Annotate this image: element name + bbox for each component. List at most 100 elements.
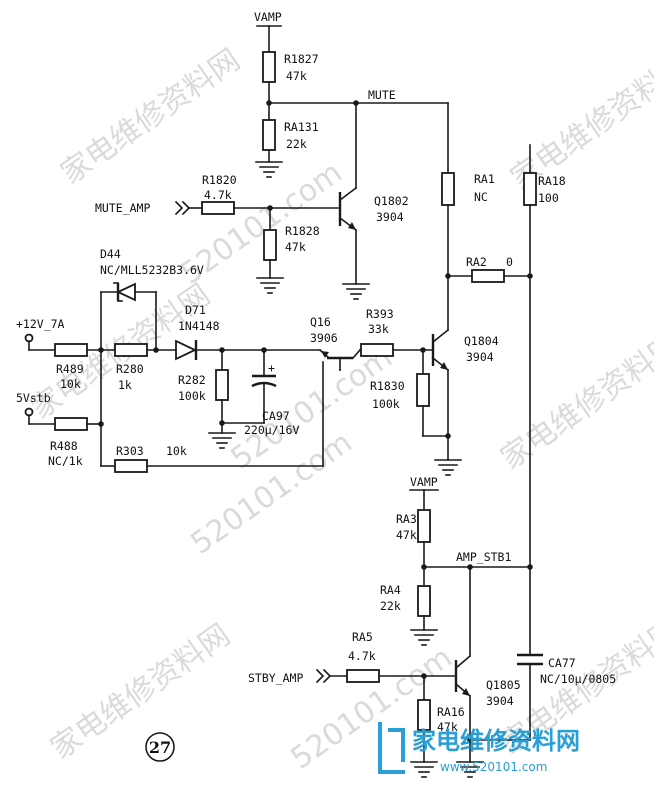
capacitor-ca97: +: [251, 349, 277, 424]
page-number-text: 27: [149, 738, 171, 757]
val-ra1: NC: [474, 190, 488, 204]
watermark-cn: 家电维修资料网: [45, 617, 237, 766]
val-r489: 10k: [60, 377, 81, 391]
ref-d44: D44: [100, 247, 121, 261]
resistor-r1830: [416, 373, 430, 407]
val-ca97: 220μ/16V: [244, 423, 299, 437]
val-ra18: 100: [538, 191, 559, 205]
diode-d71: [175, 339, 198, 361]
ground-symbol: [410, 629, 438, 646]
val-r1827: 47k: [286, 69, 307, 83]
resistor-r282: [215, 369, 229, 401]
page-number: 27: [145, 732, 175, 762]
val-r1830: 100k: [372, 397, 400, 411]
net-label-vamp-top: VAMP: [254, 10, 282, 24]
resistor-ra1: [441, 172, 455, 206]
ref-d71: D71: [185, 303, 206, 317]
ground-symbol: [410, 761, 438, 778]
watermark-cn: 家电维修资料网: [495, 327, 654, 476]
ref-ca77: CA77: [548, 656, 576, 670]
resistor-r1820: [201, 201, 235, 215]
transistor-q16: [318, 348, 362, 371]
val-ra3: 47k: [396, 528, 417, 542]
ref-ra18: RA18: [538, 174, 566, 188]
ref-q1804: Q1804: [464, 334, 499, 348]
resistor-r303: [114, 459, 148, 473]
resistor-r488: [54, 417, 88, 431]
ref-r280: R280: [116, 362, 144, 376]
resistor-ra16: [417, 699, 431, 731]
ground-symbol: [256, 277, 284, 294]
resistor-r393: [360, 343, 394, 357]
val-ca77: NC/10μ/0805: [540, 672, 616, 686]
val-q1804: 3904: [466, 350, 494, 364]
ref-q16: Q16: [310, 315, 331, 329]
ground-symbol: [342, 283, 370, 300]
zener-diode-d44: [113, 282, 136, 302]
resistor-r489: [54, 343, 88, 357]
ref-q1802: Q1802: [374, 194, 409, 208]
resistor-ra2: [471, 269, 505, 283]
val-q1805: 3904: [486, 694, 514, 708]
val-ra2: 0: [506, 255, 513, 269]
val-q1802: 3904: [376, 210, 404, 224]
val-r303: 10k: [166, 444, 187, 458]
resistor-ra18: [523, 172, 537, 206]
transistor-q1802: [338, 102, 358, 285]
ref-r393: R393: [366, 307, 394, 321]
resistor-ra4: [417, 585, 431, 617]
ref-r1828: R1828: [285, 224, 320, 238]
val-r1820: 4.7k: [204, 188, 232, 202]
ref-ra16: RA16: [437, 705, 465, 719]
resistor-r1828: [263, 229, 277, 261]
ground-symbol: [208, 432, 236, 449]
capacitor-ca77: [517, 653, 543, 741]
ref-r1827: R1827: [284, 52, 319, 66]
ref-ra2: RA2: [466, 255, 487, 269]
cap-polarity-mark: +: [268, 361, 275, 375]
ref-ra3: RA3: [396, 512, 417, 526]
ref-ra5: RA5: [352, 630, 373, 644]
transistor-q1804: [431, 328, 450, 461]
logo-mark-icon: [378, 722, 405, 774]
net-label-stby-amp: STBY_AMP: [248, 671, 303, 685]
ref-q1805: Q1805: [486, 678, 521, 692]
ground-symbol: [434, 459, 462, 476]
ref-r1820: R1820: [202, 173, 237, 187]
ref-ra1: RA1: [474, 172, 495, 186]
resistor-ra131: [262, 119, 276, 151]
val-r282: 100k: [178, 389, 206, 403]
resistor-r280: [114, 343, 148, 357]
val-r393: 33k: [368, 322, 389, 336]
transistor-q1805: [454, 566, 472, 763]
val-r1828: 47k: [285, 240, 306, 254]
ref-ra131: RA131: [284, 120, 319, 134]
net-label-amp-stb1: AMP_STB1: [456, 550, 511, 564]
val-ra16: 47k: [437, 720, 458, 734]
ground-symbol: [255, 161, 283, 178]
logo-text: 家电维修资料网: [412, 727, 580, 755]
val-r488: NC/1k: [48, 454, 83, 468]
val-r280: 1k: [118, 378, 132, 392]
resistor-ra3: [417, 509, 431, 543]
net-label-mute: MUTE: [368, 88, 396, 102]
val-ra131: 22k: [286, 137, 307, 151]
val-ra4: 22k: [380, 599, 401, 613]
net-label-vamp-bottom: VAMP: [410, 475, 438, 489]
val-d71: 1N4148: [178, 319, 220, 333]
ref-ra4: RA4: [380, 583, 401, 597]
watermark-cn: 家电维修资料网: [55, 42, 247, 191]
net-label-mute-amp: MUTE_AMP: [95, 201, 150, 215]
ref-r282: R282: [178, 373, 206, 387]
ref-r1830: R1830: [370, 379, 405, 393]
ref-r489: R489: [56, 362, 84, 376]
net-label-5vstb: 5Vstb: [16, 391, 51, 405]
logo-url: www.520101.com: [440, 760, 547, 774]
resistor-ra5: [346, 669, 380, 683]
ref-ca97: CA97: [262, 409, 290, 423]
net-label-12v: +12V_7A: [16, 317, 65, 331]
ref-r303: R303: [116, 444, 144, 458]
val-d44: NC/MLL5232B3.6V: [100, 263, 204, 277]
ref-r488: R488: [50, 439, 78, 453]
